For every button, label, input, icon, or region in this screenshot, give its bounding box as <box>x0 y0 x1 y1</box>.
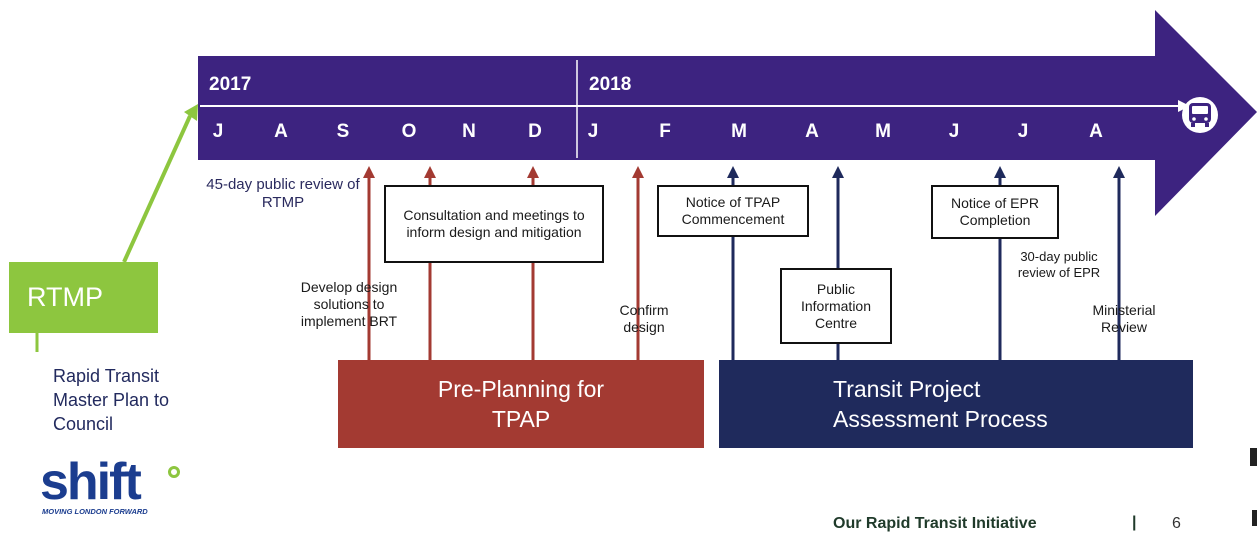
initiative-title: Our Rapid Transit Initiative <box>833 515 1037 532</box>
month-oct-2017: O <box>401 121 417 142</box>
confirm-design-label: Confirm design <box>619 302 669 335</box>
year-2017: 2017 <box>209 74 252 95</box>
month-jul-2018: J <box>1017 121 1029 142</box>
month-aug-2017: A <box>274 121 288 142</box>
month-may-2018: M <box>875 121 891 142</box>
month-mar-2018: M <box>731 121 747 142</box>
consultation-box: Consultation and meetings to inform desi… <box>384 185 604 263</box>
review-epr-label: 30-day public review of EPR <box>1017 249 1101 280</box>
develop-design-label: Develop design solutions to implement BR… <box>300 279 398 329</box>
logo-ring-icon <box>168 466 180 478</box>
footer-separator: | <box>1132 514 1137 531</box>
tpap-line-1: Transit Project <box>833 376 981 402</box>
preplanning-phase: Pre-Planning for TPAP <box>338 360 704 448</box>
rtmp-badge: RTMP <box>9 262 158 333</box>
shift-logo-text: shift <box>40 453 142 511</box>
rtmp-connector-arrowhead <box>184 104 198 121</box>
tpap-line-2: Assessment Process <box>833 406 1048 432</box>
timeline-arrow <box>198 10 1257 216</box>
year-2018: 2018 <box>589 74 632 95</box>
timeline-line-arrowhead <box>1178 100 1190 112</box>
public-review-rtmp-label: 45-day public review of RTMP <box>206 176 360 211</box>
tpap-box <box>719 360 1193 448</box>
ministerial-review-label: Ministerial Review <box>1092 302 1156 335</box>
preplanning-line-2: TPAP <box>491 406 551 432</box>
month-sep-2017: S <box>336 121 350 142</box>
rtmp-description: Rapid Transit Master Plan to Council <box>53 366 170 434</box>
tpap-phase: Transit Project Assessment Process <box>719 360 1193 448</box>
month-nov-2017: N <box>462 121 476 142</box>
month-jul-2017: J <box>212 121 224 142</box>
month-jun-2018: J <box>948 121 960 142</box>
edge-mark-top <box>1250 448 1257 466</box>
preplanning-box <box>338 360 704 448</box>
notice-epr-box: Notice of EPR Completion <box>931 185 1059 239</box>
edge-mark-bottom <box>1252 510 1257 526</box>
shift-logo-tagline: MOVING LONDON FORWARD <box>42 507 148 516</box>
notice-tpap-box: Notice of TPAP Commencement <box>657 185 809 237</box>
month-jan-2018: J <box>587 121 599 142</box>
month-feb-2018: F <box>659 121 671 142</box>
month-dec-2017: D <box>528 121 542 142</box>
bus-icon <box>1182 97 1218 133</box>
shift-logo: shift MOVING LONDON FORWARD <box>40 453 180 516</box>
rtmp-connector <box>122 115 192 263</box>
public-info-box: Public Information Centre <box>780 268 892 344</box>
month-aug-2018: A <box>1089 121 1103 142</box>
page-number: 6 <box>1172 515 1181 532</box>
month-apr-2018: A <box>805 121 819 142</box>
preplanning-line-1: Pre-Planning for <box>437 376 605 402</box>
